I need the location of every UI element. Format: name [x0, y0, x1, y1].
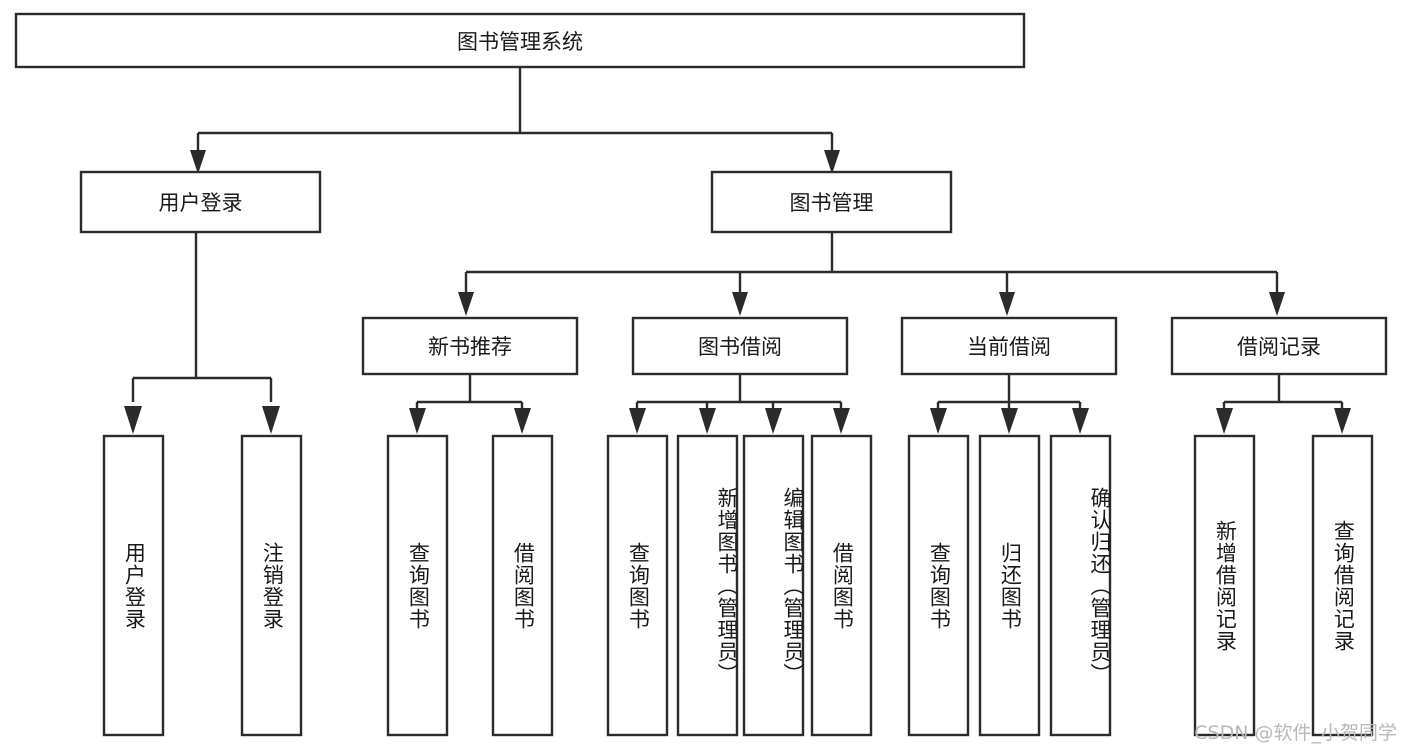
arrow-head-leaf-confirm-return — [1072, 408, 1089, 434]
node-current-borrow-box[interactable] — [900, 316, 1118, 376]
node-leaf-user-logout-box[interactable] — [240, 434, 303, 737]
node-book-management-box[interactable] — [710, 170, 953, 234]
node-leaf-query-borrow-record-box[interactable] — [1311, 434, 1374, 737]
arrow-head-new-book-recommend — [458, 292, 474, 316]
node-leaf-user-login-box[interactable] — [102, 434, 165, 737]
arrow-head-leaf-return-book — [1001, 408, 1018, 434]
node-leaf-borrow-book-2-box[interactable] — [810, 434, 873, 737]
connector-userlogin-to-leaves — [124, 232, 280, 434]
arrow-head-book-management — [824, 150, 840, 174]
node-leaf-add-book-box[interactable] — [676, 434, 739, 737]
node-leaf-query-book-1-box[interactable] — [386, 434, 449, 737]
arrow-head-leaf-borrow-book-2 — [833, 408, 850, 434]
node-leaf-borrow-book-1-box[interactable] — [491, 434, 554, 737]
arrow-head-leaf-query-book-3 — [930, 408, 947, 434]
node-leaf-edit-book-box[interactable] — [742, 434, 805, 737]
arrow-head-leaf-query-book-2 — [629, 408, 646, 434]
arrow-head-leaf-add-book — [699, 408, 716, 434]
node-borrow-record-box[interactable] — [1170, 316, 1388, 376]
node-leaf-query-book-2-box[interactable] — [606, 434, 669, 737]
arrow-head-leaf-query-borrow-record — [1334, 408, 1351, 434]
arrow-head-borrow-record — [1269, 292, 1285, 316]
node-new-book-recommend-box[interactable] — [361, 316, 579, 376]
connector-bookborrow-to-leaves — [629, 374, 850, 434]
node-leaf-add-borrow-record-box[interactable] — [1193, 434, 1256, 737]
connector-root-to-level1 — [190, 66, 840, 174]
arrow-head-leaf-borrow-book-1 — [514, 408, 531, 434]
node-leaf-query-book-3-box[interactable] — [907, 434, 970, 737]
connector-newbook-to-leaves — [409, 374, 531, 434]
node-user-login-box[interactable] — [79, 170, 322, 234]
arrow-head-leaf-user-logout — [262, 406, 280, 434]
arrow-head-leaf-user-login — [124, 406, 142, 434]
node-root-box[interactable] — [14, 12, 1026, 69]
node-leaf-return-book-box[interactable] — [978, 434, 1041, 737]
connector-currentborrow-to-leaves — [930, 374, 1089, 434]
node-leaf-confirm-return-box[interactable] — [1049, 434, 1112, 737]
arrow-head-book-borrow — [732, 292, 748, 316]
arrow-head-leaf-add-borrow-record — [1216, 408, 1233, 434]
connector-bookmgmt-to-level2 — [458, 232, 1285, 316]
arrow-head-current-borrow — [999, 292, 1015, 316]
node-book-borrow-box[interactable] — [631, 316, 849, 376]
connector-borrowrecord-to-leaves — [1216, 374, 1351, 434]
arrow-head-user-login — [190, 150, 206, 174]
arrow-head-leaf-edit-book — [765, 408, 782, 434]
arrow-head-leaf-query-book-1 — [409, 408, 426, 434]
